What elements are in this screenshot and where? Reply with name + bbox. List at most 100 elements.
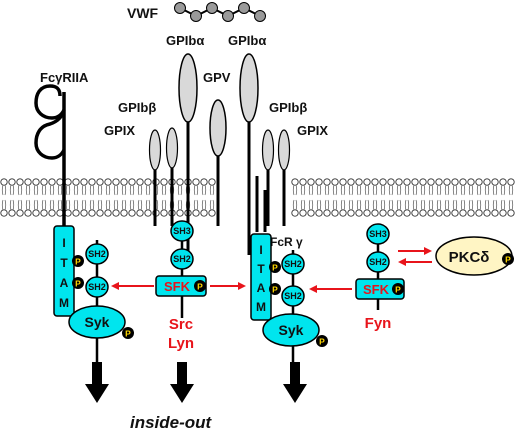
lipid-tail — [404, 199, 410, 211]
lipid-head — [32, 178, 40, 186]
lipid-tail — [137, 199, 143, 211]
lipid-tail — [121, 184, 127, 196]
lipid-head — [160, 178, 168, 186]
lipid-bilayer — [0, 178, 515, 217]
lipid-tail — [436, 199, 442, 211]
lipid-tail — [41, 199, 47, 211]
svg-text:P: P — [75, 257, 81, 267]
lipid-tail — [41, 184, 47, 196]
sh2-fyn: SH2 — [366, 251, 390, 273]
lipid-head — [483, 209, 491, 217]
lipid-tail — [300, 199, 306, 211]
lipid-head — [0, 209, 8, 217]
svg-text:SH3: SH3 — [369, 229, 387, 239]
phospho-syk-left: P — [122, 327, 134, 339]
lipid-tail — [81, 184, 87, 196]
lipid-tail — [332, 199, 338, 211]
lipid-tail — [332, 184, 338, 196]
lipid-tail — [316, 199, 322, 211]
lipid-head — [64, 178, 72, 186]
lipid-head — [443, 178, 451, 186]
phospho-itam-left-top: P — [72, 255, 84, 267]
lipid-head — [491, 178, 499, 186]
lipid-head — [136, 209, 144, 217]
lipid-head — [160, 209, 168, 217]
lipid-tail — [388, 184, 394, 196]
lipid-tail — [201, 199, 207, 211]
fyn-label: Fyn — [365, 315, 392, 332]
lipid-head — [48, 178, 56, 186]
lipid-head — [128, 209, 136, 217]
phospho-syk-middle: P — [316, 335, 328, 347]
lipid-head — [507, 209, 515, 217]
lipid-tail — [460, 199, 466, 211]
lipid-tail — [412, 184, 418, 196]
gpibb-right-label: GPIbβ — [269, 100, 307, 115]
svg-text:SH2: SH2 — [284, 259, 302, 269]
lipid-tail — [500, 184, 506, 196]
lipid-head — [56, 178, 64, 186]
lipid-head — [8, 178, 16, 186]
lipid-head — [387, 209, 395, 217]
lipid-tail — [105, 184, 111, 196]
lipid-head — [96, 178, 104, 186]
lipid-tail — [65, 199, 71, 211]
lipid-head — [120, 209, 128, 217]
lipid-tail — [356, 199, 362, 211]
lipid-tail — [33, 184, 39, 196]
sh2-middle-top: SH2 — [281, 253, 305, 275]
lipid-head — [491, 209, 499, 217]
lipid-head — [208, 209, 216, 217]
downward-arrows — [85, 362, 307, 403]
lipid-tail — [476, 199, 482, 211]
lipid-tail — [89, 199, 95, 211]
phospho-sfk-fyn: P — [392, 283, 404, 295]
lipid-tail — [73, 199, 79, 211]
lipid-head — [347, 178, 355, 186]
lipid-tail — [57, 199, 63, 211]
lipid-tail — [460, 184, 466, 196]
lipid-tail — [444, 184, 450, 196]
lipid-head — [419, 178, 427, 186]
lipid-tail — [129, 199, 135, 211]
lipid-tail — [452, 199, 458, 211]
lipid-tail — [492, 199, 498, 211]
lipid-head — [403, 209, 411, 217]
gpix-left-receptor — [165, 127, 179, 226]
lipid-head — [459, 209, 467, 217]
lipid-head — [0, 178, 8, 186]
lipid-head — [200, 178, 208, 186]
lipid-tail — [113, 199, 119, 211]
svg-text:PKCδ: PKCδ — [449, 249, 490, 266]
lipid-head — [355, 209, 363, 217]
svg-text:P: P — [125, 329, 131, 339]
lipid-head — [96, 209, 104, 217]
svg-text:SH2: SH2 — [88, 249, 106, 259]
lipid-head — [395, 178, 403, 186]
lipid-head — [459, 178, 467, 186]
lipid-tail — [33, 199, 39, 211]
gpix-right-label: GPIX — [297, 123, 328, 138]
lipid-tail — [145, 184, 151, 196]
lipid-head — [323, 209, 331, 217]
lipid-tail — [1, 199, 7, 211]
lipid-tail — [340, 184, 346, 196]
lipid-head — [467, 209, 475, 217]
fcr-gamma-label: FcR γ — [270, 235, 303, 249]
phospho-itam-middle-bottom: P — [269, 283, 281, 295]
lipid-tail — [145, 199, 151, 211]
lipid-head — [483, 178, 491, 186]
lipid-head — [40, 209, 48, 217]
lipid-tail — [1, 184, 7, 196]
lipid-head — [176, 178, 184, 186]
lipid-head — [323, 178, 331, 186]
gpibb-left-receptor — [148, 129, 162, 226]
lipid-tail — [396, 199, 402, 211]
lipid-tail — [468, 199, 474, 211]
lipid-tail — [508, 184, 514, 196]
lipid-head — [411, 178, 419, 186]
lipid-tail — [492, 184, 498, 196]
gpibb-left-label: GPIbβ — [118, 100, 156, 115]
svg-text:P: P — [197, 282, 203, 292]
